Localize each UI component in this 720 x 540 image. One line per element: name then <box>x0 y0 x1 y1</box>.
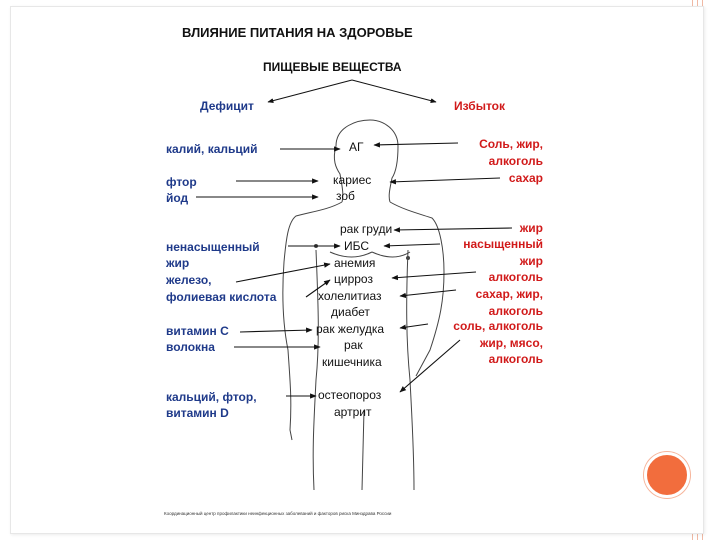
disease-osteoporoz: остеопороз <box>318 389 381 401</box>
arrow-alkogol-to-cirroz <box>392 272 476 278</box>
excess-nasyshchennyj: насыщенный <box>463 238 543 250</box>
disease-anemiya: анемия <box>334 257 375 269</box>
deficit-kalcij-ftor: кальций, фтор, <box>166 391 257 403</box>
disease-cirroz: цирроз <box>334 273 373 285</box>
nipple-dot <box>406 256 410 260</box>
branch-arrow-right <box>352 80 436 102</box>
disease-zob: зоб <box>336 190 355 202</box>
deficit-kalij-kalcij: калий, кальций <box>166 143 258 155</box>
branch-arrow-left <box>268 80 352 102</box>
excess-zhir-2: жир <box>520 255 543 267</box>
excess-alkogol-4: алкоголь <box>489 353 543 365</box>
disease-holelitiaz: холелитиаз <box>318 290 382 302</box>
deficit-vitamin-c: витамин С <box>166 325 229 337</box>
excess-heading: Избыток <box>454 100 505 112</box>
excess-zhir-1: жир <box>520 222 543 234</box>
decorative-orange-circle <box>644 452 690 498</box>
disease-ibs: ИБС <box>344 240 369 252</box>
disease-rak-zheludka: рак желудка <box>316 323 384 335</box>
arrow-sol-to-rak-zheludka <box>400 324 428 328</box>
excess-sol-zhir: Соль, жир, <box>479 138 543 150</box>
deficit-heading: Дефицит <box>200 100 254 112</box>
excess-sol-alkogol: соль, алкоголь <box>453 320 543 332</box>
arrow-vitaminc-to-rak <box>240 330 312 332</box>
excess-alkogol-1: алкоголь <box>489 155 543 167</box>
deficit-vitamin-d: витамин D <box>166 407 229 419</box>
arrow-nasyshchennyj-to-ibs <box>384 244 440 246</box>
subtitle: ПИЩЕВЫЕ ВЕЩЕСТВА <box>263 61 402 73</box>
deficit-volokna: волокна <box>166 341 215 353</box>
arrow-sahar-to-holelitiaz <box>400 290 456 296</box>
disease-diabet: диабет <box>331 306 370 318</box>
arrow-sahar-to-karies <box>390 178 500 182</box>
deficit-zhir: жир <box>166 257 189 269</box>
excess-sahar-1: сахар <box>509 172 543 184</box>
disease-karies: кариес <box>333 174 371 186</box>
excess-alkogol-3: алкоголь <box>489 305 543 317</box>
excess-sahar-zhir: сахар, жир, <box>476 288 543 300</box>
arrow-zhir-to-rak-grudi <box>394 228 512 230</box>
excess-zhir-myaso: жир, мясо, <box>480 337 543 349</box>
arrow-sol-to-ag <box>374 143 458 145</box>
disease-rak-grudi: рак груди <box>340 223 392 235</box>
deficit-nenas: ненасыщенный <box>166 241 260 253</box>
deficit-folievaya: фолиевая кислота <box>166 291 276 303</box>
disease-artrit: артрит <box>334 406 371 418</box>
deficit-ftor: фтор <box>166 176 197 188</box>
deficit-jod: йод <box>166 192 188 204</box>
disease-ag: АГ <box>349 141 364 153</box>
page-title: ВЛИЯНИЕ ПИТАНИЯ НА ЗДОРОВЬЕ <box>182 26 413 39</box>
disease-kishechnika: кишечника <box>322 356 382 368</box>
footer-source: Координационный центр профилактики неинф… <box>164 512 391 517</box>
excess-alkogol-2: алкоголь <box>489 271 543 283</box>
disease-rak: рак <box>344 339 363 351</box>
deficit-zhelezo: железо, <box>166 274 212 286</box>
